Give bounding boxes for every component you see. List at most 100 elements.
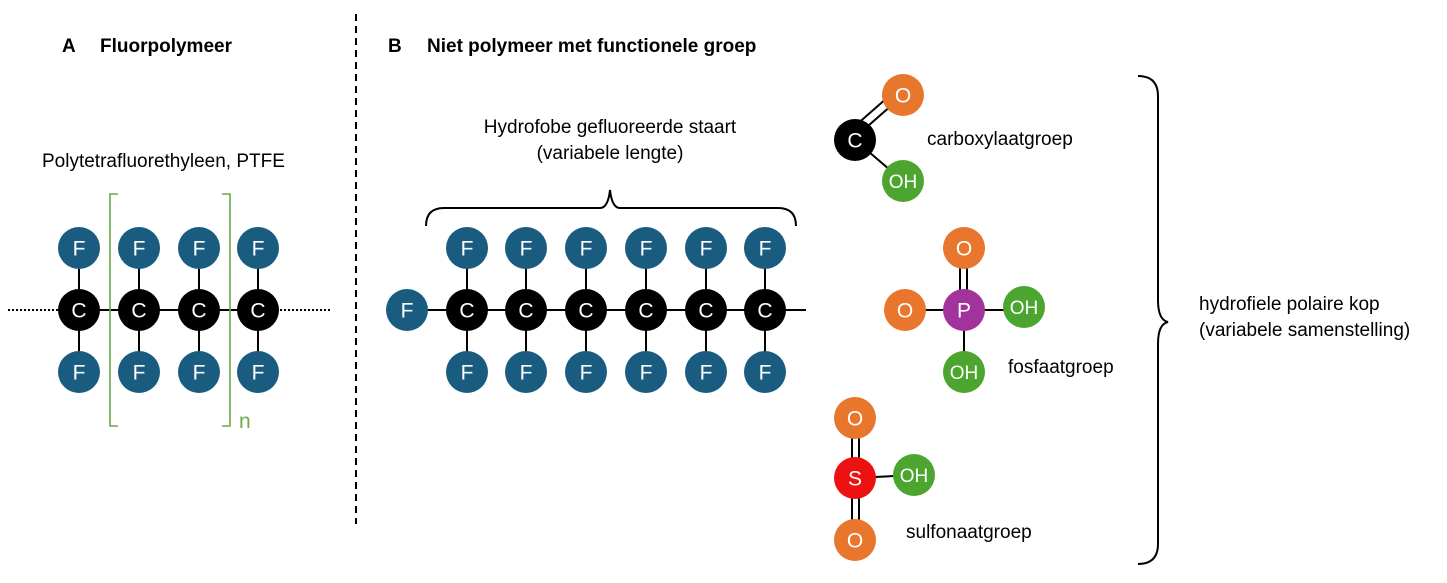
svg-text:OH: OH [900,466,929,487]
hydroxyl-group: OH [1003,286,1045,328]
svg-text:F: F [461,362,474,385]
fluorine-atom: F [178,227,220,269]
carbon-atom: C [505,289,547,331]
ptfe-compound-label: Polytetrafluorethyleen, PTFE [42,151,285,172]
svg-text:OH: OH [889,172,918,193]
phosphate-group: O O P OH OH fosfaatgroep [884,227,1114,393]
svg-text:S: S [848,468,862,491]
carbon-atom: C [446,289,488,331]
carbon-atom: C [58,289,100,331]
svg-text:F: F [759,362,772,385]
svg-text:O: O [897,300,913,323]
svg-text:F: F [580,238,593,261]
carbon-atom: C [744,289,786,331]
fluorine-atom: F [118,351,160,393]
svg-text:C: C [698,300,713,323]
tail-label-line1: Hydrofobe gefluoreerde staart [484,117,737,138]
svg-text:F: F [520,238,533,261]
svg-text:F: F [401,300,414,323]
oxygen-atom: O [882,74,924,116]
carbon-atom: C [834,119,876,161]
carbon-atom: C [178,289,220,331]
svg-text:F: F [73,238,86,261]
svg-text:F: F [461,238,474,261]
svg-text:F: F [133,238,146,261]
fluorinated-tail: F F F F F F F C C C C C C F F F F F F [386,227,806,393]
phosphorus-atom: P [943,289,985,331]
svg-text:F: F [252,362,265,385]
svg-text:C: C [459,300,474,323]
oxygen-atom: O [834,397,876,439]
carbon-atom: C [625,289,667,331]
svg-text:O: O [895,85,911,108]
svg-text:O: O [956,238,972,261]
panel-a-title: Fluorpolymeer [100,36,233,57]
svg-text:F: F [580,362,593,385]
fluorine-atom: F [446,227,488,269]
carbon-atom: C [237,289,279,331]
svg-text:O: O [847,408,863,431]
svg-text:OH: OH [950,363,979,384]
svg-text:F: F [700,362,713,385]
fluorine-atom: F [625,227,667,269]
svg-text:C: C [757,300,772,323]
panel-b-letter: B [388,36,402,57]
fluorine-atom: F [685,351,727,393]
fluorine-atom: F [237,351,279,393]
carbon-atom: C [565,289,607,331]
fluorine-atom: F [505,227,547,269]
fluorine-atom: F [625,351,667,393]
svg-text:F: F [252,238,265,261]
svg-text:F: F [193,238,206,261]
sulfonate-label: sulfonaatgroep [906,522,1032,543]
svg-text:C: C [191,300,206,323]
tail-brace [425,189,797,227]
repeat-bracket-left [109,193,118,427]
head-label-line2: (variabele samenstelling) [1199,320,1410,341]
fluorine-atom: F [565,351,607,393]
fluorine-atom: F [178,351,220,393]
svg-text:C: C [578,300,593,323]
repeat-index-label: n [239,410,251,433]
svg-text:C: C [131,300,146,323]
fluorine-atom: F [58,351,100,393]
carbon-atom: C [118,289,160,331]
fluorine-atom: F [58,227,100,269]
svg-text:F: F [520,362,533,385]
svg-text:F: F [700,238,713,261]
fluorine-atom: F [744,351,786,393]
head-label-line1: hydrofiele polaire kop [1199,294,1380,315]
fluorine-atom: F [118,227,160,269]
svg-text:F: F [640,238,653,261]
svg-text:F: F [73,362,86,385]
svg-text:O: O [847,530,863,553]
repeat-bracket-right [222,193,231,427]
fluorine-atom: F [685,227,727,269]
svg-text:F: F [640,362,653,385]
svg-text:C: C [250,300,265,323]
panel-a-letter: A [62,36,76,57]
carboxylate-group: O C OH carboxylaatgroep [834,74,1073,202]
hydroxyl-group: OH [882,160,924,202]
oxygen-atom: O [943,227,985,269]
panel-b-title: Niet polymeer met functionele groep [427,36,756,57]
svg-text:P: P [957,300,971,323]
oxygen-atom: O [834,519,876,561]
oxygen-atom: O [884,289,926,331]
svg-text:C: C [71,300,86,323]
hydroxyl-group: OH [893,454,935,496]
fluorine-atom: F [237,227,279,269]
tail-label-line2: (variabele lengte) [537,143,684,164]
svg-text:F: F [193,362,206,385]
fluorine-atom: F [744,227,786,269]
svg-text:C: C [638,300,653,323]
svg-text:F: F [759,238,772,261]
svg-text:C: C [518,300,533,323]
head-brace [1137,75,1169,565]
fluorine-atom: F [565,227,607,269]
fluorine-atom: F [446,351,488,393]
sulfonate-group: O S OH O sulfonaatgroep [834,397,1032,561]
fluorine-atom: F [386,289,428,331]
carbon-atom: C [685,289,727,331]
